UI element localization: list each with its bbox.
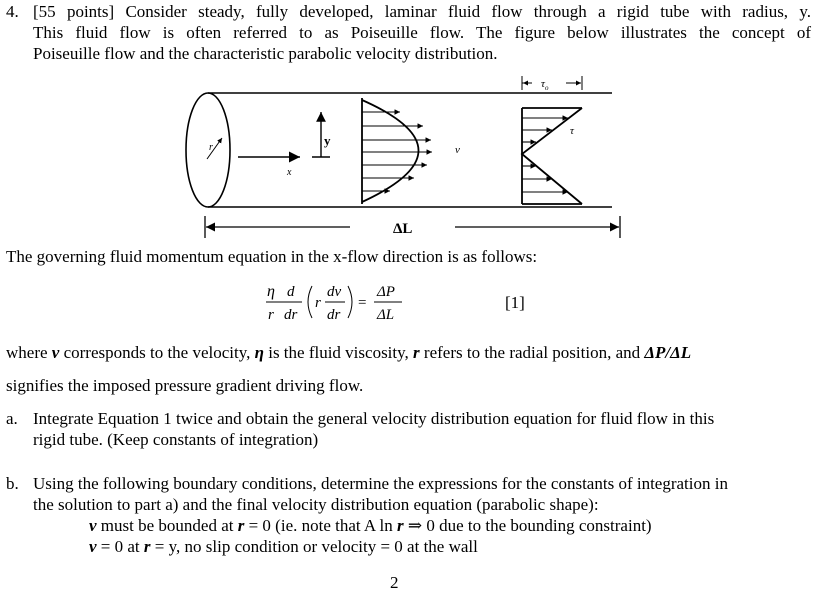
part-b-line-2: the solution to part a) and the final ve… — [33, 495, 599, 514]
radius-arrow — [206, 137, 223, 160]
problem-intro-line-3: Poiseuille flow and the characteristic p… — [33, 44, 498, 63]
y-axis-label: y — [324, 133, 331, 148]
radius-label: r — [209, 142, 213, 153]
bc1-r2: r — [397, 516, 404, 535]
part-b-line-1: Using the following boundary conditions,… — [33, 474, 728, 493]
delta-l-label: ΔL — [393, 221, 412, 237]
problem-intro-line-1: [55 points] Consider steady, fully devel… — [33, 2, 811, 21]
tube-outline — [185, 92, 612, 208]
part-b-label: b. — [6, 474, 19, 493]
eq-r-den: r — [268, 307, 274, 323]
problem-number: 4. — [6, 2, 19, 21]
part-a-line-1: Integrate Equation 1 twice and obtain th… — [33, 409, 715, 428]
bc1-v: v — [89, 516, 97, 535]
x-axis-label: x — [286, 167, 292, 178]
eq-dl: ΔL — [376, 307, 394, 323]
boundary-condition-1: v must be bounded at r = 0 (ie. note tha… — [89, 516, 652, 536]
bc2-r: r — [143, 537, 151, 556]
eq-dr-den: dr — [284, 307, 298, 323]
where-text-4: refers to the radial position, and — [419, 343, 645, 362]
bc1-r: r — [237, 516, 245, 535]
var-eta: η — [254, 343, 264, 362]
tau0-dimension — [521, 76, 583, 90]
eq-dp: ΔP — [376, 284, 395, 300]
shear-stress-label: τ — [570, 125, 575, 137]
where-text-1: where — [6, 343, 52, 362]
bc2-text-a: = 0 at — [96, 537, 144, 556]
delta-l-dimension — [204, 216, 621, 238]
where-text-2: corresponds to the velocity, — [59, 343, 255, 362]
bc2-v: v — [89, 537, 97, 556]
var-dpdl: ΔP/ΔL — [644, 343, 692, 362]
velocity-label: v — [455, 144, 460, 156]
velocity-profile — [361, 98, 432, 204]
boundary-condition-2: v = 0 at r = y, no slip condition or vel… — [89, 537, 478, 557]
var-v: v — [51, 343, 60, 362]
variables-description-line-2: signifies the imposed pressure gradient … — [6, 376, 364, 395]
page-number: 2 — [390, 573, 399, 592]
eq-dr: dr — [327, 307, 341, 323]
equation-number: [1] — [505, 293, 525, 312]
shear-stress-profile — [520, 107, 583, 205]
variables-description-line-1: where v corresponds to the velocity, η i… — [6, 343, 691, 363]
eq-d: d — [287, 284, 295, 300]
eq-equals: = — [358, 295, 366, 311]
eq-r-mid: r — [315, 295, 321, 311]
bc1-text-b: = 0 (ie. note that A ln — [244, 516, 397, 535]
bc2-text-b: = y, no slip condition or velocity = 0 a… — [150, 537, 478, 556]
tau0-label: τo — [541, 78, 549, 92]
bc1-text-a: must be bounded at — [96, 516, 238, 535]
bc1-text-c: ⇒ 0 due to the bounding constraint) — [403, 516, 652, 535]
part-a-label: a. — [6, 409, 18, 428]
where-text-3: is the fluid viscosity, — [263, 343, 414, 362]
part-a-line-2: rigid tube. (Keep constants of integrati… — [33, 430, 319, 449]
momentum-equation: η d r dr r dv dr = ΔP ΔL — [266, 283, 402, 323]
var-r: r — [413, 343, 420, 362]
eq-dv: dv — [327, 284, 342, 300]
eq-eta: η — [267, 283, 275, 300]
problem-intro-line-2: This fluid flow is often referred to as … — [33, 23, 811, 42]
equation-intro: The governing fluid momentum equation in… — [6, 247, 538, 266]
